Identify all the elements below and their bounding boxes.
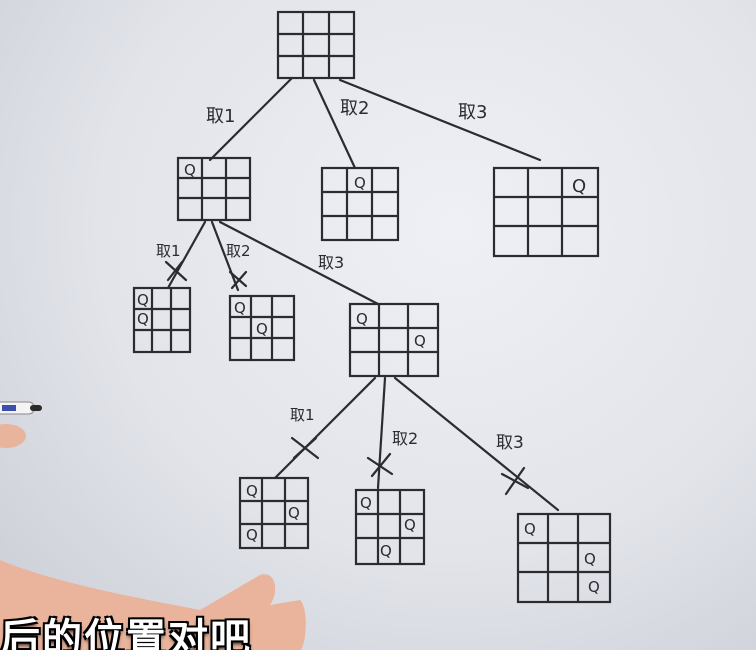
branch-root-3 [338, 78, 542, 162]
grid-l3-c [516, 512, 612, 604]
branch-m-1 [273, 376, 377, 480]
prune-mark-l-2 [228, 270, 248, 288]
edge-label-l-1: 取1 [156, 242, 181, 260]
grid-l1-b [320, 166, 400, 242]
grid-l1-a [176, 156, 252, 222]
queen-mark: Q [380, 542, 392, 560]
queen-mark: Q [360, 494, 372, 512]
branch-l-3 [218, 220, 380, 306]
queen-mark: Q [256, 320, 268, 338]
subtitle-caption: 后的位置对吧 [0, 616, 252, 650]
hand [0, 560, 306, 650]
edge-label-m-1: 取1 [290, 406, 315, 424]
queen-mark: Q [356, 310, 368, 328]
branch-root-1 [208, 76, 294, 162]
branch-l-2 [210, 220, 240, 292]
grid-l2-c [348, 302, 440, 378]
grid-l3-b [354, 488, 426, 566]
edge-label-m-3: 取3 [496, 433, 524, 453]
queen-mark: Q [288, 504, 300, 522]
queen-mark: Q [184, 161, 196, 179]
queen-mark: Q [234, 299, 246, 317]
edge-label-m-2: 取2 [392, 429, 418, 448]
edge-label-root-2: 取2 [340, 98, 369, 119]
queen-mark: Q [246, 526, 258, 544]
queen-mark: Q [137, 291, 149, 309]
grid-l3-a [238, 476, 310, 550]
edge-label-root-3: 取3 [458, 102, 487, 123]
finger [0, 424, 26, 448]
queen-mark: Q [246, 482, 258, 500]
branch-l-1 [166, 220, 207, 290]
branch-m-2 [376, 376, 387, 490]
queen-mark: Q [584, 550, 596, 568]
queen-mark: Q [404, 516, 416, 534]
edge-label-l-2: 取2 [226, 242, 251, 260]
queen-mark: Q [588, 578, 600, 596]
grid-l2-a [132, 286, 192, 354]
edge-label-root-1: 取1 [206, 106, 235, 127]
branch-root-2 [312, 78, 357, 170]
grid-l2-b [228, 294, 296, 362]
branch-m-3 [393, 376, 560, 512]
queen-mark: Q [524, 520, 536, 538]
queen-mark: Q [137, 310, 149, 328]
edge-label-l-3: 取3 [318, 253, 344, 272]
marker-pen [0, 401, 42, 415]
queen-mark: Q [354, 174, 366, 192]
root-grid [276, 10, 356, 80]
queen-mark: Q [414, 332, 426, 350]
queen-mark: Q [572, 176, 586, 197]
grid-l1-c [492, 166, 600, 258]
